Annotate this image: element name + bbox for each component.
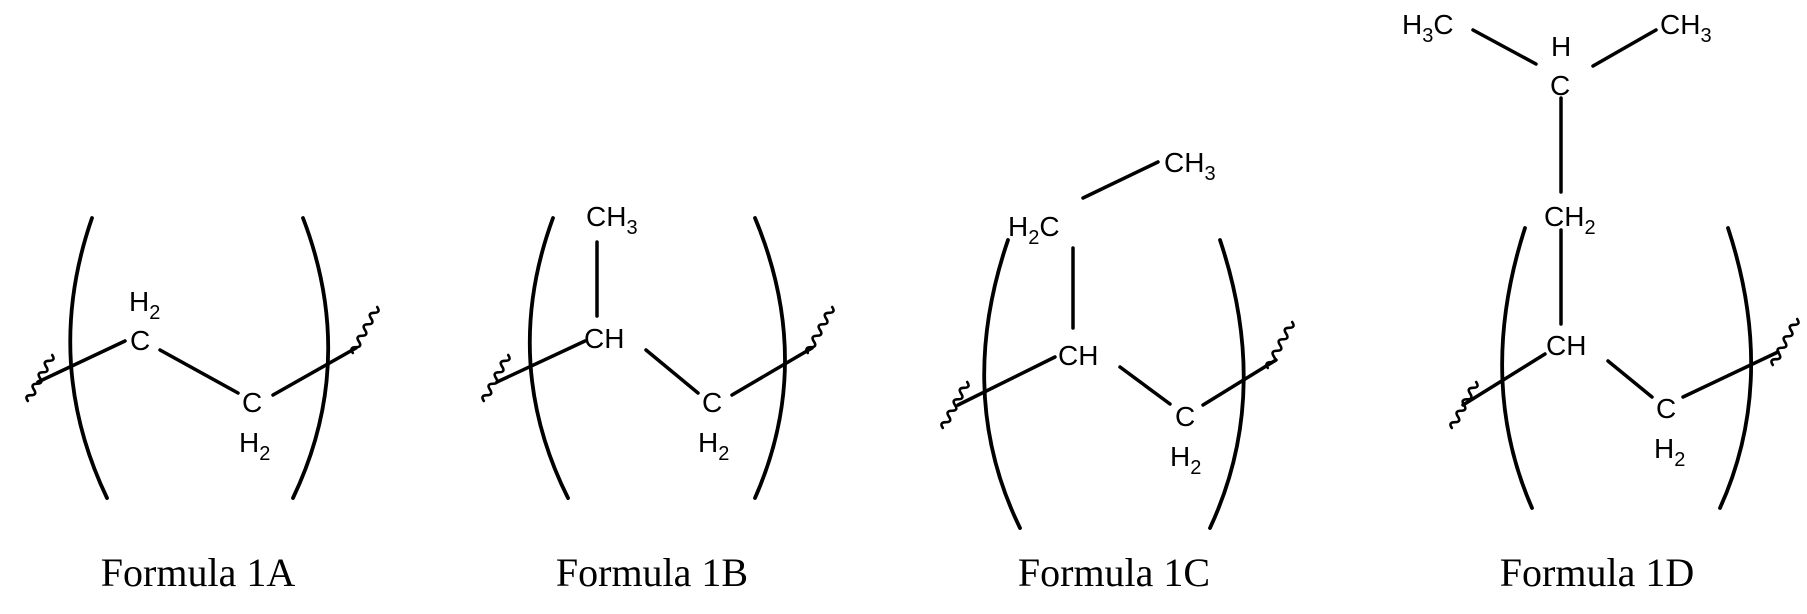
formula-1c: CH3 H2C CH C H2 [940,147,1295,528]
formula-1a: H2 C C H2 [25,218,380,498]
right-parenthesis [293,218,328,498]
atom-c: C [130,325,150,356]
bond [646,350,698,393]
caption-formula-1a: Formula 1A [101,550,296,595]
bond [160,350,238,393]
atom-ch: CH [584,323,624,354]
atom-ch2: CH2 [1544,201,1596,239]
bond [1473,30,1536,64]
wavy-chain-end-right [1770,318,1800,367]
atom-ch3: CH3 [1164,147,1216,185]
left-parenthesis [1502,228,1532,508]
atom-h2: H2 [698,427,729,465]
atom-c: C [1175,401,1195,432]
bond [1608,361,1652,397]
atom-ch3: CH3 [1660,9,1712,47]
formula-1d: H3C CH3 H C CH2 CH C H2 [1402,9,1800,508]
atom-h2: H2 [1170,441,1201,479]
atom-h2c: H2C [1008,211,1060,249]
bond [958,357,1055,405]
atom-h2: H2 [129,286,160,324]
caption-formula-1c: Formula 1C [1018,550,1210,595]
bond [1683,352,1778,397]
bond [1203,360,1276,405]
atom-c: C [702,387,722,418]
atom-h2: H2 [239,427,270,465]
bond [1120,367,1170,404]
caption-formula-1d: Formula 1D [1500,550,1694,595]
atom-h3c: H3C [1402,9,1454,47]
bond [1593,30,1656,66]
atom-h: H [1551,31,1571,62]
formula-1b: CH3 CH C H2 [481,201,835,498]
bond [1083,162,1158,198]
atom-ch: CH [1058,340,1098,371]
right-parenthesis [755,218,785,498]
atom-c: C [1550,70,1570,101]
atom-c: C [1656,393,1676,424]
bond [497,341,585,382]
wavy-chain-end-left [940,381,970,430]
atom-h2: H2 [1654,433,1685,471]
atom-ch: CH [1546,330,1586,361]
wavy-chain-end-right [805,306,835,355]
bond [732,348,812,395]
atom-ch3: CH3 [586,201,638,239]
bond [273,348,356,395]
atom-c: C [242,387,262,418]
caption-formula-1b: Formula 1B [556,550,748,595]
